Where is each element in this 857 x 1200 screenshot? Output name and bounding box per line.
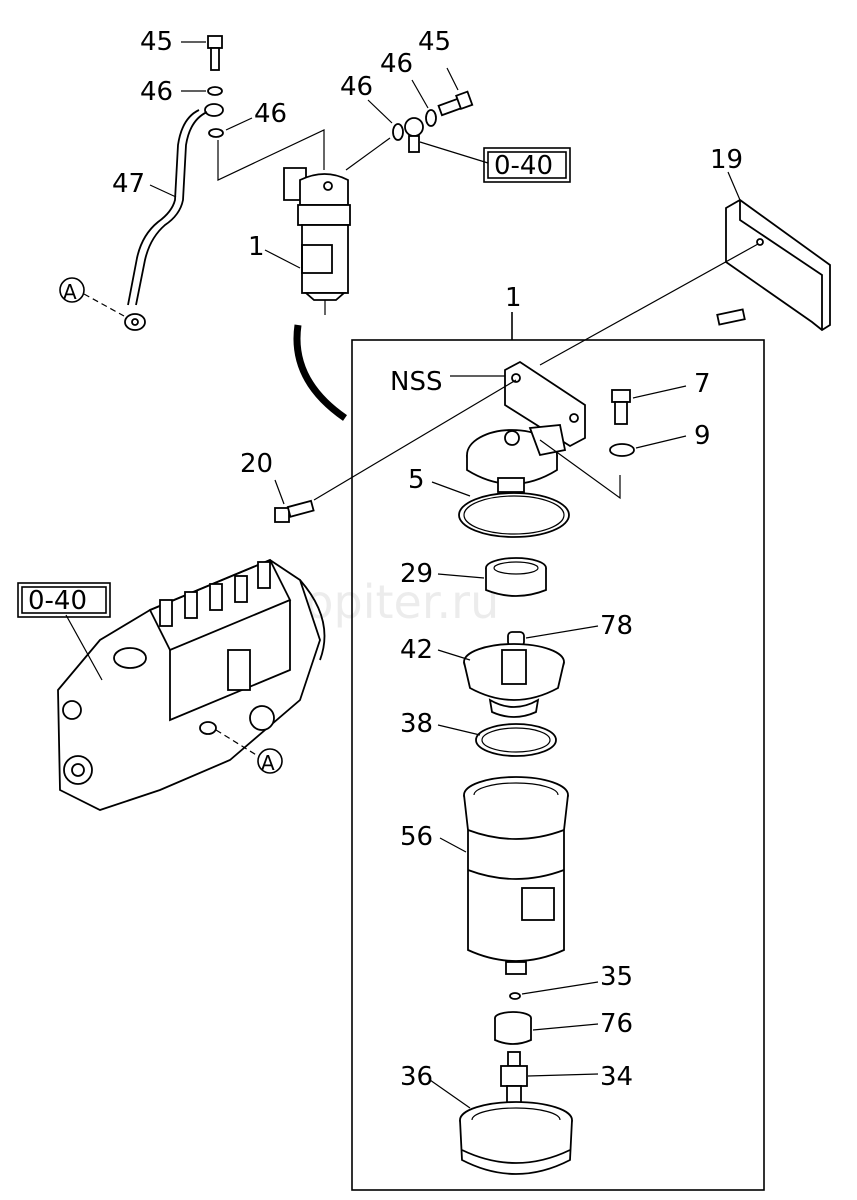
filter-element-56 bbox=[463, 776, 569, 975]
label-34: 34 bbox=[600, 1062, 633, 1092]
label-46-c: 46 bbox=[340, 72, 373, 102]
label-46-a: 46 bbox=[140, 77, 173, 107]
label-nss: NSS bbox=[390, 367, 442, 397]
detail-box bbox=[351, 339, 765, 1191]
bolt-20 bbox=[274, 499, 315, 523]
label-1-assembly: 1 bbox=[248, 232, 265, 262]
label-76: 76 bbox=[600, 1009, 633, 1039]
label-19: 19 bbox=[710, 145, 743, 175]
bracket-19 bbox=[716, 198, 831, 332]
label-56: 56 bbox=[400, 822, 433, 852]
washer-46-a bbox=[207, 86, 223, 96]
o-ring-5 bbox=[458, 492, 570, 538]
circle-marker-a-top bbox=[59, 277, 85, 303]
washer-46-c bbox=[392, 123, 404, 141]
label-46-d: 46 bbox=[380, 49, 413, 79]
washer-46-d bbox=[425, 109, 437, 127]
bolt-45-top-left bbox=[181, 35, 223, 71]
washer-46-b bbox=[208, 128, 224, 138]
label-9: 9 bbox=[694, 421, 711, 451]
label-45-top-right: 45 bbox=[418, 27, 451, 57]
label-20: 20 bbox=[240, 449, 273, 479]
bolt-7 bbox=[611, 389, 631, 425]
label-78: 78 bbox=[600, 611, 633, 641]
circle-a-text-pump: A bbox=[261, 751, 275, 775]
ref-left-text[interactable]: 0-40 bbox=[28, 586, 87, 616]
part-76 bbox=[494, 1011, 532, 1045]
part-35 bbox=[509, 992, 521, 1000]
label-46-b: 46 bbox=[254, 99, 287, 129]
ref-box-top[interactable] bbox=[483, 147, 571, 183]
label-7: 7 bbox=[694, 369, 711, 399]
ref-top-text[interactable]: 0-40 bbox=[494, 151, 553, 181]
washer-9 bbox=[609, 443, 635, 457]
cup-42 bbox=[463, 643, 565, 718]
label-42: 42 bbox=[400, 635, 433, 665]
drain-plug-34 bbox=[500, 1051, 528, 1109]
label-36: 36 bbox=[400, 1062, 433, 1092]
seal-29 bbox=[485, 557, 547, 597]
filter-head-nss bbox=[466, 360, 586, 493]
label-5: 5 bbox=[408, 465, 425, 495]
circle-marker-a-pump bbox=[257, 748, 283, 774]
label-35: 35 bbox=[600, 962, 633, 992]
filter-assembly-small bbox=[283, 167, 351, 315]
banjo-eye bbox=[404, 117, 424, 153]
label-29: 29 bbox=[400, 559, 433, 589]
label-45-top-left: 45 bbox=[140, 27, 173, 57]
label-1-detail: 1 bbox=[505, 283, 522, 313]
ref-box-left[interactable] bbox=[17, 582, 111, 618]
circle-a-text-top: A bbox=[63, 280, 77, 304]
injection-pump bbox=[57, 558, 326, 811]
label-47: 47 bbox=[112, 169, 145, 199]
curved-pointer-arrow bbox=[293, 324, 347, 421]
ring-nut-36 bbox=[459, 1101, 573, 1175]
bolt-45-top-right bbox=[437, 90, 474, 117]
fuel-pipe-47 bbox=[124, 103, 224, 331]
label-38: 38 bbox=[400, 709, 433, 739]
o-ring-38 bbox=[475, 723, 557, 757]
